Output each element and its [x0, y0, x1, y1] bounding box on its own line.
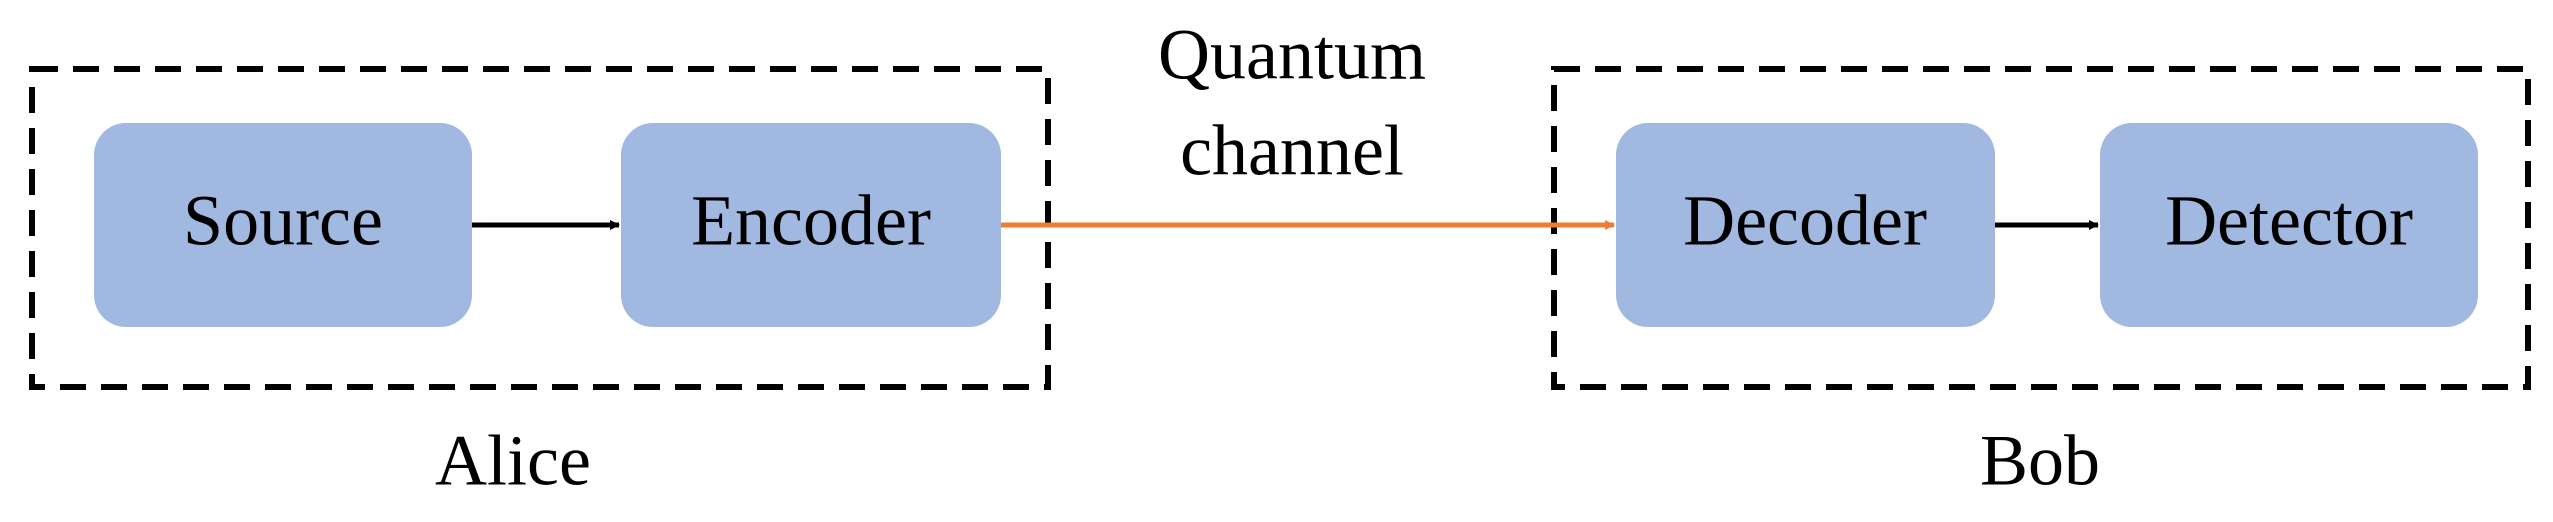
source-box [94, 123, 472, 327]
encoder-node: Encoder [621, 123, 1001, 327]
detector-node: Detector [2100, 123, 2478, 327]
source-node: Source [94, 123, 472, 327]
encoder-label: Encoder [691, 181, 931, 261]
encoder-box [621, 123, 1001, 327]
decoder-box [1616, 123, 1995, 327]
alice-group-box [29, 66, 1051, 390]
channel-label-line1: Quantum [1158, 15, 1426, 95]
channel-label-line2: channel [1180, 111, 1404, 191]
bob-label: Bob [1980, 421, 2100, 501]
bob-group-box [1551, 66, 2531, 390]
source-label: Source [183, 181, 383, 261]
alice-label: Alice [435, 421, 591, 501]
detector-label: Detector [2165, 181, 2413, 261]
detector-box [2100, 123, 2478, 327]
decoder-label: Decoder [1683, 181, 1927, 261]
decoder-node: Decoder [1616, 123, 1995, 327]
